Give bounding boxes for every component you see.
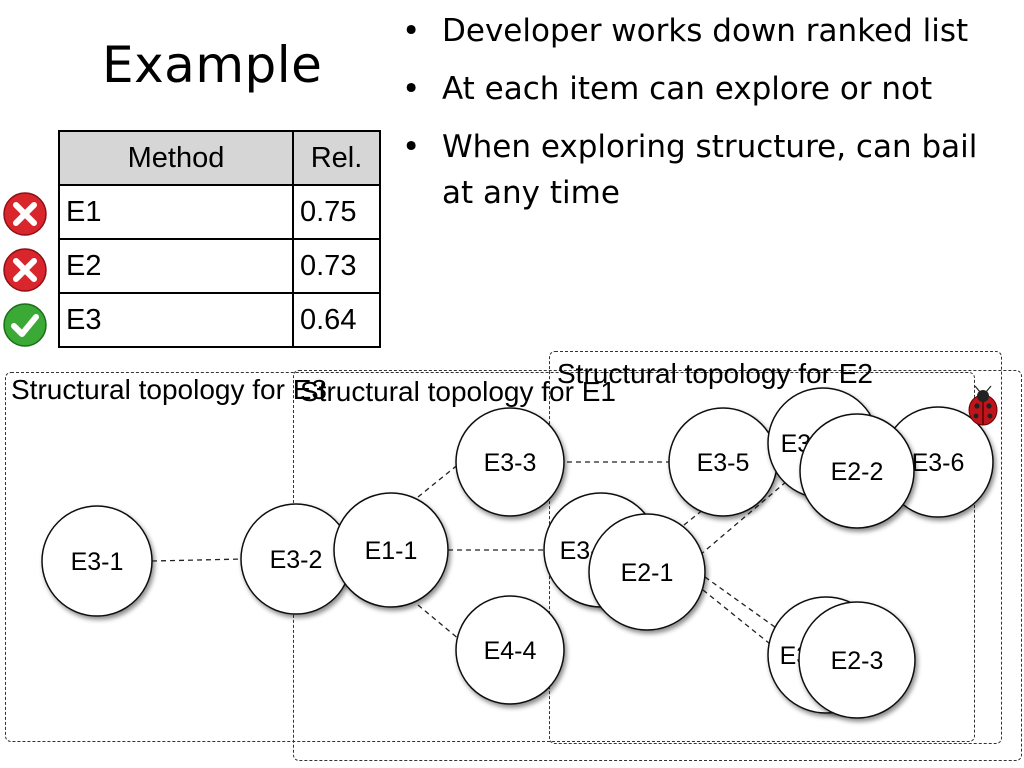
node-circle <box>455 595 565 705</box>
node-label: E1-1 <box>365 537 418 565</box>
node-label: E2-1 <box>621 559 674 587</box>
node-e3-5: E3-5 <box>668 407 778 517</box>
table-row: E2 0.73 <box>58 238 381 294</box>
node-circle <box>333 492 449 608</box>
table-header-row: Method Rel. <box>58 130 381 186</box>
cell-method: E3 <box>58 292 294 348</box>
node-label: E3-6 <box>912 449 965 477</box>
cell-relevance: 0.75 <box>292 184 381 240</box>
node-label: E2-2 <box>831 458 884 486</box>
table-row: E1 0.75 <box>58 184 381 240</box>
topology-label-e1: Structural topology for E1 <box>300 376 616 407</box>
node-e4-4: E4-4 <box>455 595 565 705</box>
node-label: E4-4 <box>484 637 537 665</box>
node-e1-1: E1-1 <box>333 492 449 608</box>
column-header-relevance: Rel. <box>292 130 381 186</box>
edge <box>704 576 801 646</box>
edge <box>417 462 461 498</box>
node-e3-1: E3-1 <box>41 505 153 617</box>
node-e3-3: E3-3 <box>455 407 565 517</box>
topology-label-e2: Structural topology for E2 <box>557 358 873 389</box>
node-label: E3-2 <box>270 546 323 574</box>
node-e2-3: E2-3 <box>798 601 916 719</box>
cell-relevance: 0.73 <box>292 238 381 294</box>
slide-title: Example <box>102 36 323 94</box>
node-e2-2: E2-2 <box>799 413 915 529</box>
reject-icon <box>2 191 48 237</box>
node-label: E3-3 <box>484 449 537 477</box>
cell-method: E1 <box>58 184 294 240</box>
node-circle <box>41 505 153 617</box>
edge <box>417 604 461 641</box>
node-circle <box>798 601 916 719</box>
node-label: E3-1 <box>71 548 124 576</box>
bullet-item: At each item can explore or not <box>402 66 1012 112</box>
accept-icon <box>2 302 48 348</box>
node-e2-1: E2-1 <box>588 513 706 631</box>
bullet-list: Developer works down ranked list At each… <box>402 8 1012 228</box>
cell-relevance: 0.64 <box>292 292 381 348</box>
node-circle <box>455 407 565 517</box>
node-circle <box>799 413 915 529</box>
table-row: E3 0.64 <box>58 292 381 348</box>
topology-label-e3: Structural topology for E3 <box>11 374 327 405</box>
edge <box>699 469 801 556</box>
bullet-item: Developer works down ranked list <box>402 8 1012 54</box>
node-label: E2-3 <box>831 647 884 675</box>
cell-method: E2 <box>58 238 294 294</box>
topology-box-e3 <box>5 372 975 742</box>
reject-icon <box>2 247 48 293</box>
node-circle <box>588 513 706 631</box>
bullet-item: When exploring structure, can bail at an… <box>402 124 1012 216</box>
column-header-method: Method <box>58 130 294 186</box>
ranked-list-table: Method Rel. E1 0.75 E2 0.73 E3 0.64 <box>58 130 381 348</box>
ladybug-icon <box>968 385 998 426</box>
node-label: E3-5 <box>697 449 750 477</box>
edge <box>151 558 245 562</box>
